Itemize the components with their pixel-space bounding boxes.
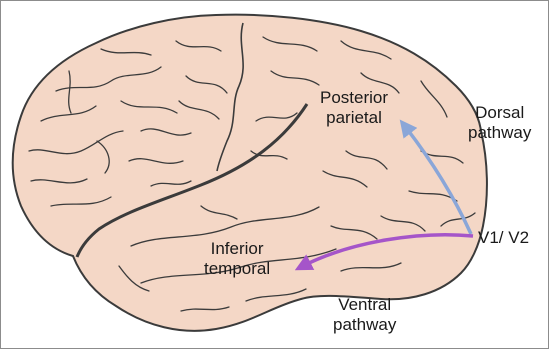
inferior-temporal-line-2: temporal bbox=[204, 259, 270, 279]
inferior-temporal-line-1: Inferior bbox=[204, 239, 270, 259]
brain-icon bbox=[13, 15, 487, 331]
posterior-parietal-line-2: parietal bbox=[320, 108, 388, 128]
dorsal-pathway-line-2: pathway bbox=[468, 123, 531, 143]
ventral-pathway-line-1: Ventral bbox=[333, 295, 396, 315]
ventral-pathway-label: Ventral pathway bbox=[333, 295, 396, 335]
posterior-parietal-line-1: Posterior bbox=[320, 88, 388, 108]
posterior-parietal-label: Posterior parietal bbox=[320, 88, 388, 128]
inferior-temporal-label: Inferior temporal bbox=[204, 239, 270, 279]
v1-v2-label: V1/ V2 bbox=[478, 228, 529, 248]
dorsal-pathway-label: Dorsal pathway bbox=[468, 103, 531, 143]
dorsal-pathway-line-1: Dorsal bbox=[468, 103, 531, 123]
ventral-pathway-line-2: pathway bbox=[333, 315, 396, 335]
